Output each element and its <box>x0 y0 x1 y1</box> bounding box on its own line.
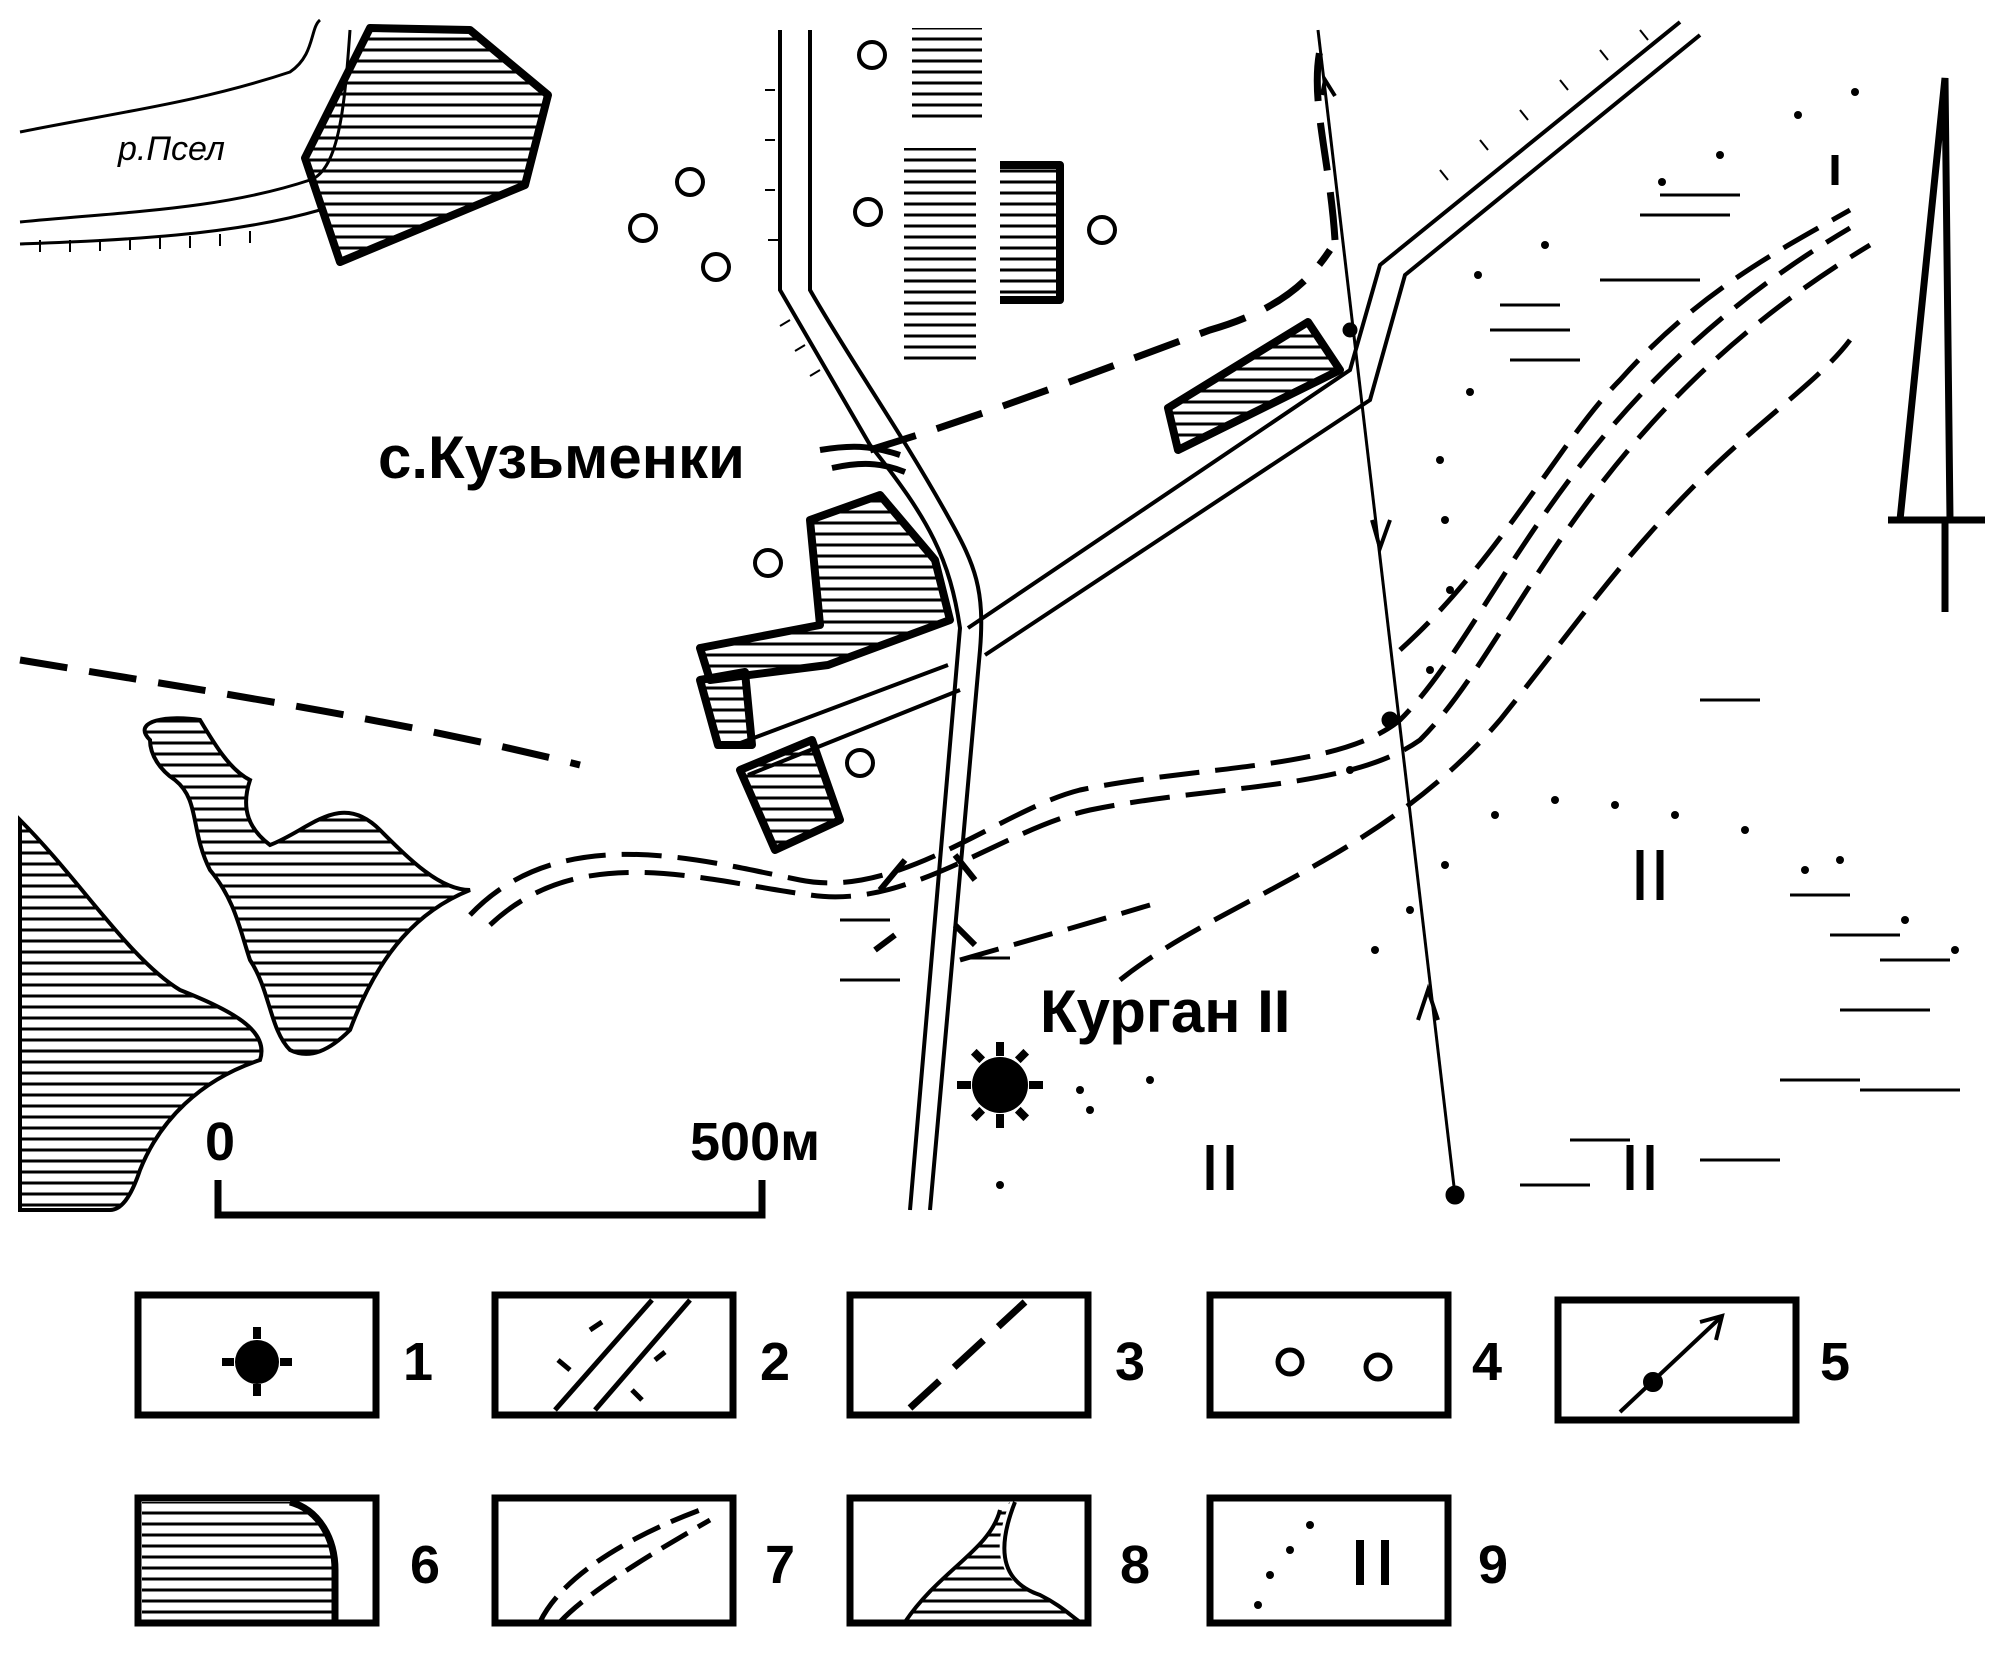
legend-ravine-icon <box>537 1507 712 1624</box>
kurgan-icon <box>957 1042 1043 1128</box>
legend-number-9: 9 <box>1478 1535 1508 1595</box>
settlement-block <box>301 24 552 266</box>
pit <box>1087 215 1117 245</box>
pit <box>628 213 658 243</box>
pit <box>753 548 783 578</box>
settlement-areas <box>301 24 1344 854</box>
legend-box-3 <box>846 1291 1092 1419</box>
north-arrow-icon <box>1888 77 1985 612</box>
legend-box-8 <box>846 1494 1092 1627</box>
pit <box>701 252 731 282</box>
legend-route-arrow-icon <box>1618 1313 1725 1414</box>
settlement-block <box>1164 318 1344 454</box>
legend-meadow-icon <box>1254 1521 1389 1609</box>
legend-box-7 <box>491 1494 737 1627</box>
legend-number-2: 2 <box>760 1332 790 1392</box>
settlement-block <box>696 491 954 684</box>
legend-pit-icon <box>1275 1347 1393 1382</box>
meadow-hatch <box>840 193 1960 1187</box>
ravine-crossings <box>819 443 978 953</box>
meadow-symbols <box>996 88 1959 1189</box>
marshes <box>18 716 471 1212</box>
pit <box>675 167 705 197</box>
ravines <box>468 207 1872 982</box>
legend-kurgan-icon <box>222 1327 292 1396</box>
kurgan-label: Курган II <box>1040 978 1290 1045</box>
legend-box-1 <box>134 1291 380 1419</box>
scale-bar: 0 500м <box>205 1112 820 1219</box>
village-label: с.Кузьменки <box>378 424 745 491</box>
legend-box-5 <box>1554 1296 1800 1424</box>
legend-number-3: 3 <box>1115 1332 1145 1392</box>
marsh <box>142 716 471 1056</box>
legend-numbers: 1 2 3 4 5 6 7 8 9 <box>403 1332 1850 1595</box>
legend-box-6 <box>134 1494 380 1627</box>
legend-box-2 <box>491 1291 737 1419</box>
legend-number-7: 7 <box>765 1535 795 1595</box>
river-label: р.Псел <box>117 130 225 168</box>
meadow-bars <box>1206 155 1839 1190</box>
pits <box>628 40 1117 778</box>
settlement-block <box>696 668 756 749</box>
legend-number-6: 6 <box>410 1535 440 1595</box>
legend-number-8: 8 <box>1120 1535 1150 1595</box>
settlement-block <box>912 28 982 123</box>
legend-number-4: 4 <box>1472 1332 1502 1392</box>
legend-marsh-icon <box>903 1501 1082 1624</box>
pit <box>845 748 875 778</box>
legend-number-5: 5 <box>1820 1332 1850 1392</box>
scale-end-label: 500м <box>690 1112 820 1172</box>
pit <box>857 40 887 70</box>
legend <box>134 1291 1800 1627</box>
legend-settlement-icon <box>142 1498 339 1620</box>
pit <box>853 197 883 227</box>
legend-box-9 <box>1206 1494 1452 1627</box>
legend-dirt-road-icon <box>907 1299 1028 1411</box>
route <box>1316 29 1465 1205</box>
settlement-block <box>1000 161 1064 304</box>
marsh <box>18 815 264 1212</box>
legend-box-4 <box>1206 1291 1452 1419</box>
legend-number-1: 1 <box>403 1332 433 1392</box>
legend-road-icon <box>553 1298 692 1412</box>
settlement-block <box>904 148 976 360</box>
dirt-roads <box>19 49 1339 769</box>
scale-start-label: 0 <box>205 1112 235 1172</box>
